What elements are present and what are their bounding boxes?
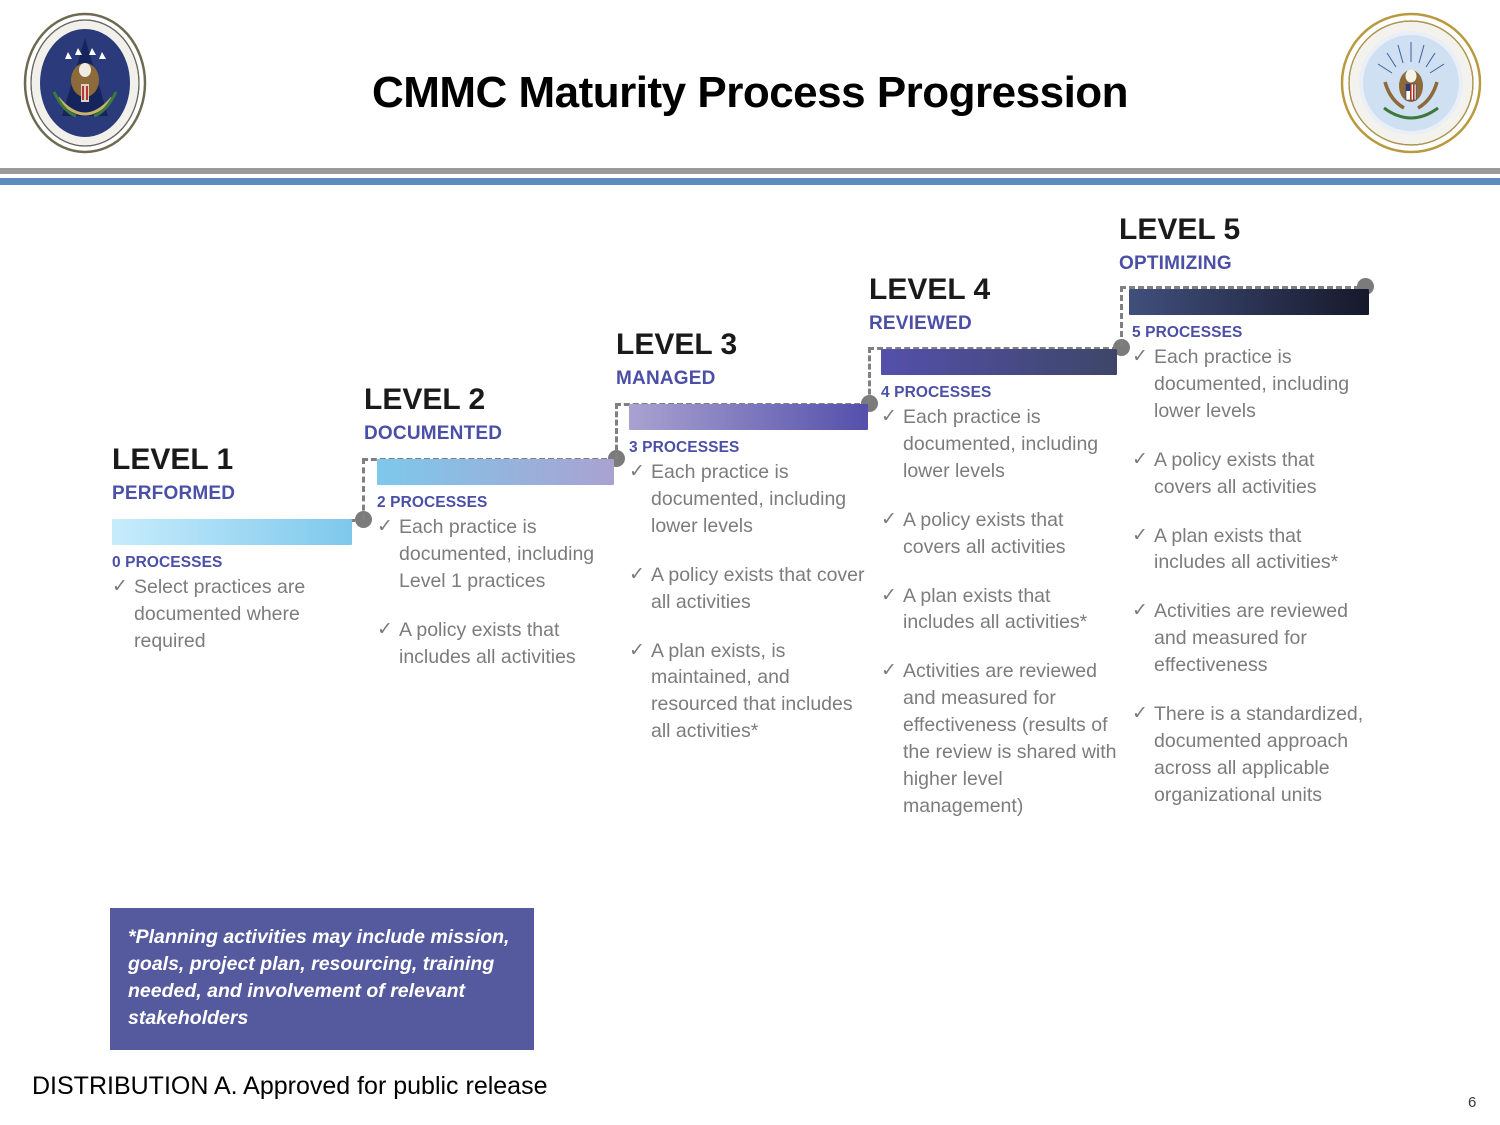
level-title: LEVEL 4 bbox=[869, 273, 991, 306]
check-icon: ✓ bbox=[112, 575, 128, 597]
level-process-count: 4 PROCESSES bbox=[881, 384, 992, 401]
list-item: ✓ A plan exists, is maintained, and reso… bbox=[629, 638, 868, 746]
level-process-count: 2 PROCESSES bbox=[377, 494, 488, 511]
level-card-1[interactable]: LEVEL 1 PERFORMED 0 PROCESSES ✓ Select p… bbox=[112, 445, 352, 677]
bullet-text: A policy exists that covers all activiti… bbox=[1154, 448, 1317, 498]
connector-level5-top bbox=[1120, 286, 1360, 289]
connector-riser-level2 bbox=[362, 458, 365, 520]
level-title: LEVEL 2 bbox=[364, 383, 486, 416]
list-item: ✓ Select practices are documented where … bbox=[112, 574, 352, 655]
check-icon: ✓ bbox=[1132, 599, 1148, 622]
list-item: ✓ A plan exists that includes all activi… bbox=[1132, 523, 1371, 577]
level-process-count: 5 PROCESSES bbox=[1132, 324, 1243, 341]
level-title: LEVEL 5 bbox=[1119, 213, 1241, 246]
list-item: ✓ A policy exists that covers all activi… bbox=[881, 507, 1117, 561]
list-item: ✓ Each practice is documented, including… bbox=[377, 514, 614, 595]
check-icon: ✓ bbox=[1132, 447, 1148, 470]
level-card-3[interactable]: LEVEL 3 MANAGED 3 PROCESSES ✓ Each pract… bbox=[616, 330, 868, 767]
level-title: LEVEL 3 bbox=[616, 328, 738, 361]
bullet-text: A plan exists that includes all activiti… bbox=[903, 584, 1088, 634]
maturity-progression-diagram: LEVEL 1 PERFORMED 0 PROCESSES ✓ Select p… bbox=[0, 190, 1500, 1070]
level-process-count: 0 PROCESSES bbox=[112, 554, 223, 571]
bullet-text: Each practice is documented, including l… bbox=[651, 461, 847, 537]
connector-riser-level5 bbox=[1120, 286, 1123, 346]
bullet-text: A policy exists that includes all activi… bbox=[399, 618, 576, 668]
check-icon: ✓ bbox=[881, 405, 897, 427]
bullet-text: Each practice is documented, including L… bbox=[399, 516, 595, 592]
level-bar bbox=[881, 349, 1117, 375]
bullet-text: Activities are reviewed and measured for… bbox=[903, 660, 1117, 817]
page-number: 6 bbox=[1468, 1094, 1477, 1111]
level-bullet-list: ✓ Select practices are documented where … bbox=[112, 574, 352, 655]
connector-node-level4-upper bbox=[1113, 339, 1130, 356]
bullet-text: Each practice is documented, including l… bbox=[903, 406, 1099, 482]
list-item: ✓ A policy exists that covers all activi… bbox=[1132, 447, 1371, 501]
level-bar bbox=[377, 459, 614, 485]
check-icon: ✓ bbox=[377, 617, 393, 640]
check-icon: ✓ bbox=[1132, 345, 1148, 367]
check-icon: ✓ bbox=[629, 638, 645, 661]
level-bullet-list: ✓ Each practice is documented, including… bbox=[377, 514, 614, 671]
bullet-text: Each practice is documented, including l… bbox=[1154, 346, 1350, 422]
list-item: ✓ A policy exists that cover all activit… bbox=[629, 562, 868, 616]
check-icon: ✓ bbox=[629, 460, 645, 482]
list-item: ✓ A plan exists that includes all activi… bbox=[881, 583, 1117, 637]
level-bar bbox=[112, 519, 352, 545]
check-icon: ✓ bbox=[881, 659, 897, 682]
check-icon: ✓ bbox=[881, 507, 897, 530]
bullet-text: A policy exists that cover all activitie… bbox=[651, 563, 865, 613]
check-icon: ✓ bbox=[881, 583, 897, 606]
list-item: ✓ Each practice is documented, including… bbox=[629, 459, 868, 540]
slide-header: CMMC Maturity Process Progression bbox=[0, 0, 1500, 190]
level-subtitle: PERFORMED bbox=[112, 483, 236, 504]
header-divider-blue bbox=[0, 178, 1500, 185]
level-bullet-list: ✓ Each practice is documented, including… bbox=[881, 404, 1117, 820]
check-icon: ✓ bbox=[377, 515, 393, 537]
check-icon: ✓ bbox=[629, 562, 645, 585]
distribution-statement: DISTRIBUTION A. Approved for public rele… bbox=[32, 1072, 548, 1100]
level-bar bbox=[1129, 289, 1369, 315]
list-item: ✓ A policy exists that includes all acti… bbox=[377, 617, 614, 671]
list-item: ✓ Each practice is documented, including… bbox=[1132, 344, 1371, 425]
connector-riser-level4 bbox=[868, 347, 871, 403]
check-icon: ✓ bbox=[1132, 523, 1148, 546]
level-process-count: 3 PROCESSES bbox=[629, 439, 740, 456]
bullet-text: A policy exists that covers all activiti… bbox=[903, 508, 1066, 558]
connector-riser-level3 bbox=[615, 403, 618, 459]
level-bar bbox=[629, 404, 868, 430]
level-subtitle: OPTIMIZING bbox=[1119, 253, 1232, 274]
list-item: ✓ Activities are reviewed and measured f… bbox=[1132, 598, 1371, 679]
level-subtitle: MANAGED bbox=[616, 368, 716, 389]
level-bullet-list: ✓ Each practice is documented, including… bbox=[1132, 344, 1371, 809]
bullet-text: A plan exists that includes all activiti… bbox=[1154, 524, 1339, 574]
connector-level4-top bbox=[868, 347, 1118, 350]
level-subtitle: REVIEWED bbox=[869, 313, 972, 334]
level-card-2[interactable]: LEVEL 2 DOCUMENTED 2 PROCESSES ✓ Each pr… bbox=[364, 385, 614, 693]
header-divider-gray bbox=[0, 168, 1500, 174]
bullet-text: Select practices are documented where re… bbox=[134, 576, 306, 652]
bullet-text: A plan exists, is maintained, and resour… bbox=[651, 639, 853, 743]
level-card-5[interactable]: LEVEL 5 OPTIMIZING 5 PROCESSES ✓ Each pr… bbox=[1119, 215, 1371, 831]
level-card-4[interactable]: LEVEL 4 REVIEWED 4 PROCESSES ✓ Each prac… bbox=[869, 275, 1117, 842]
page-title: CMMC Maturity Process Progression bbox=[371, 68, 1129, 117]
level-title: LEVEL 1 bbox=[112, 443, 234, 476]
planning-activities-footnote: *Planning activities may include mission… bbox=[110, 908, 534, 1050]
bullet-text: There is a standardized, documented appr… bbox=[1154, 703, 1364, 806]
level-subtitle: DOCUMENTED bbox=[364, 423, 503, 444]
check-icon: ✓ bbox=[1132, 702, 1148, 725]
list-item: ✓ Activities are reviewed and measured f… bbox=[881, 658, 1117, 819]
list-item: ✓ Each practice is documented, including… bbox=[881, 404, 1117, 485]
bullet-text: Activities are reviewed and measured for… bbox=[1154, 600, 1348, 677]
department-of-defense-seal-icon bbox=[1340, 12, 1482, 154]
level-bullet-list: ✓ Each practice is documented, including… bbox=[629, 459, 868, 745]
list-item: ✓ There is a standardized, documented ap… bbox=[1132, 701, 1371, 809]
office-of-the-under-secretary-of-defense-seal-icon bbox=[14, 12, 156, 154]
